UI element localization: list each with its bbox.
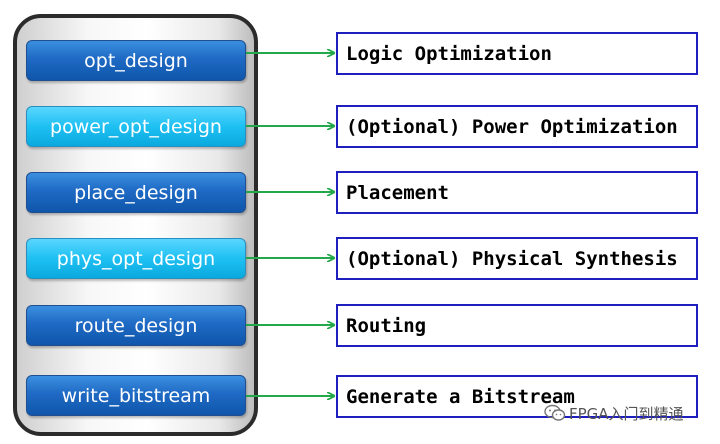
flow-panel — [13, 14, 258, 436]
stage-physical-synthesis: (Optional) Physical Synthesis — [336, 237, 698, 280]
stage-generate-bitstream: Generate a Bitstream — [336, 375, 698, 418]
phys-opt-design-button: phys_opt_design — [26, 238, 246, 279]
wechat-icon — [544, 404, 566, 421]
watermark: FPGA入门到精通 — [544, 398, 714, 428]
stage-logic-optimization: Logic Optimization — [336, 32, 698, 75]
opt-design-button: opt_design — [26, 40, 246, 81]
watermark-text: FPGA入门到精通 — [569, 404, 684, 423]
stage-power-optimization: (Optional) Power Optimization — [336, 105, 698, 148]
stage-placement: Placement — [336, 171, 698, 214]
place-design-button: place_design — [26, 172, 246, 213]
power-opt-design-button: power_opt_design — [26, 106, 246, 147]
stage-routing: Routing — [336, 304, 698, 347]
write-bitstream-button: write_bitstream — [26, 375, 246, 416]
route-design-button: route_design — [26, 305, 246, 346]
